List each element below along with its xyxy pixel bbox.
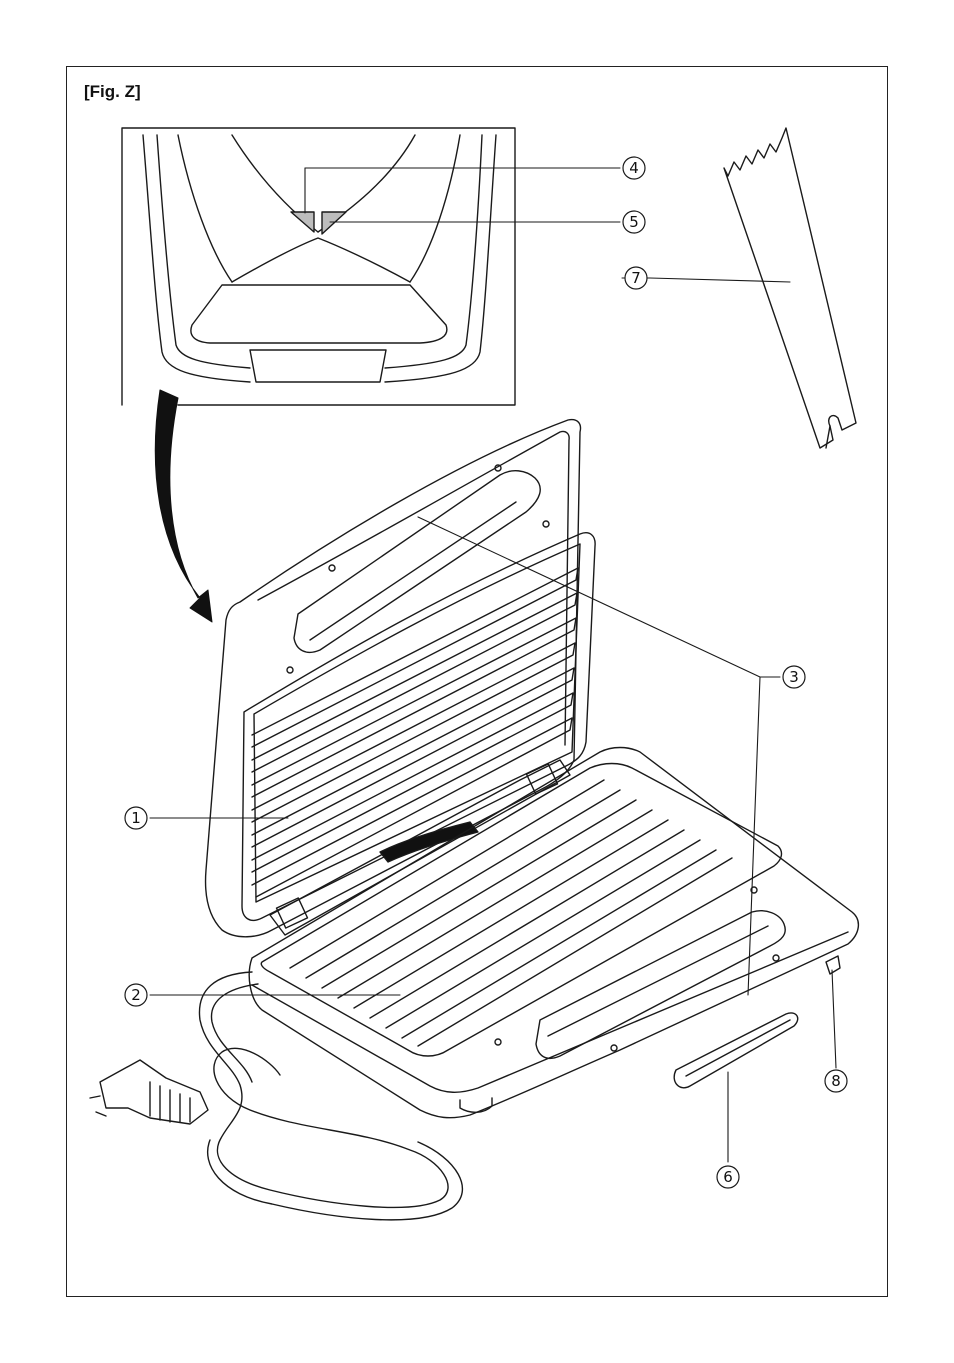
- foot-front: [460, 1098, 492, 1112]
- leader-lines: [150, 168, 836, 1162]
- callout-5-number: 5: [629, 213, 639, 231]
- power-cord: [199, 972, 462, 1220]
- foot-right: [826, 956, 840, 974]
- callout-7: 7: [625, 267, 647, 289]
- callout-8-number: 8: [831, 1072, 841, 1090]
- callout-7-number: 7: [631, 269, 641, 287]
- base: [249, 748, 858, 1118]
- spatula: [724, 128, 856, 448]
- callout-6: 6: [717, 1166, 739, 1188]
- base-shell: [249, 748, 858, 1118]
- indicator-light-power: [291, 212, 314, 232]
- curved-arrow: [155, 390, 212, 622]
- callout-8: 8: [825, 1070, 847, 1092]
- callout-2-number: 2: [131, 986, 141, 1004]
- callout-1-number: 1: [131, 809, 141, 827]
- inset-frame: [122, 128, 515, 405]
- callout-4-number: 4: [629, 159, 639, 177]
- callout-2: 2: [125, 984, 147, 1006]
- callout-1: 1: [125, 807, 147, 829]
- inset-shell-right: [385, 135, 496, 382]
- callout-3-number: 3: [789, 668, 799, 686]
- lid-handle: [294, 471, 540, 653]
- lower-plate-ridges: [290, 780, 732, 1046]
- callout-6-number: 6: [723, 1168, 733, 1186]
- callout-3: 3: [783, 666, 805, 688]
- callout-5: 5: [623, 211, 645, 233]
- inset-tab: [250, 350, 386, 382]
- indicator-light-ready: [322, 212, 346, 234]
- hinge-spring: [380, 822, 478, 862]
- latch: [674, 1013, 798, 1088]
- detail-inset: [122, 128, 515, 405]
- inset-plate: [191, 285, 447, 343]
- callout-4: 4: [623, 157, 645, 179]
- lower-plate: [261, 764, 781, 1057]
- power-plug: [90, 1060, 208, 1124]
